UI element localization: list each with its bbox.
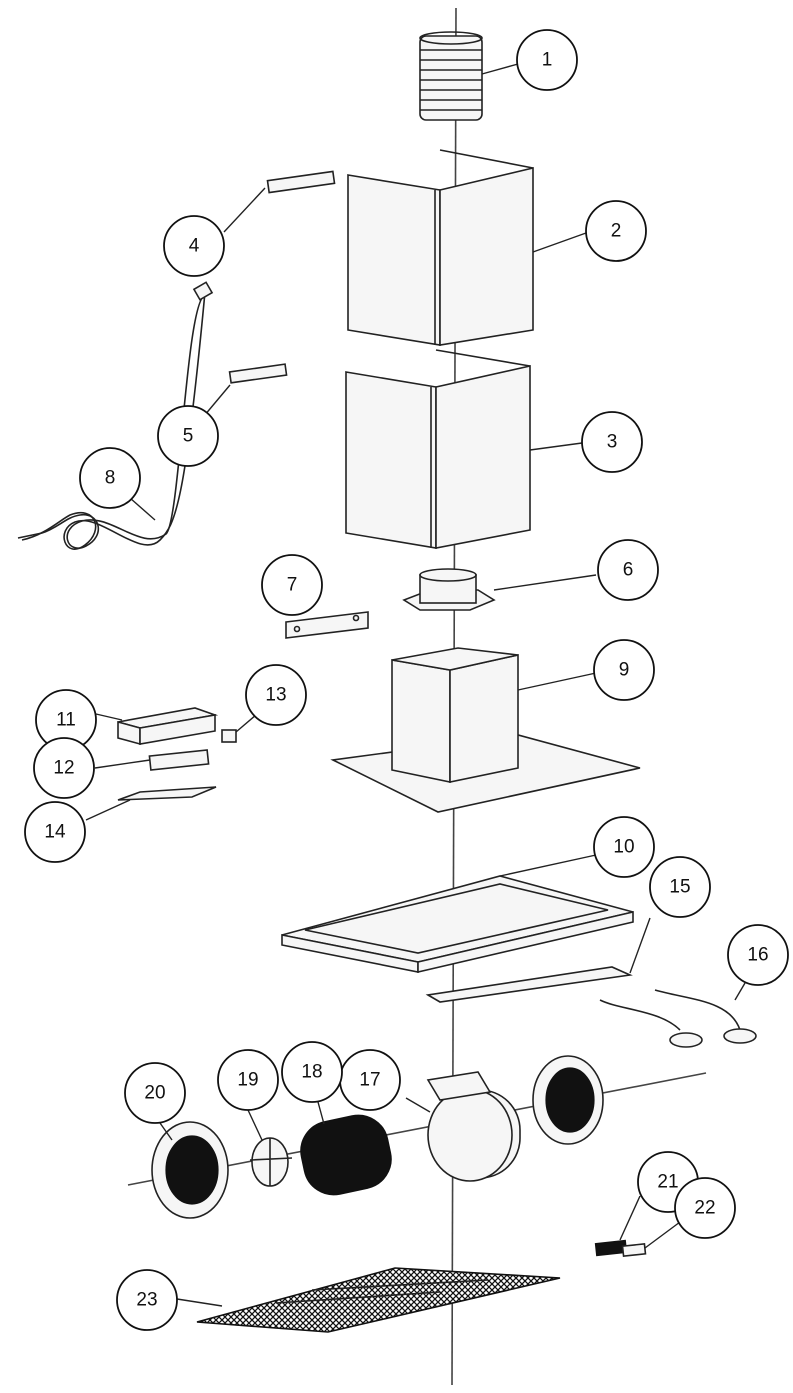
part-upper-chimney — [347, 149, 534, 346]
part-duct-flex — [419, 31, 483, 121]
part-grease-filters — [196, 1267, 561, 1333]
part-capacitor — [594, 1239, 628, 1257]
part-rear-inlet-ring — [532, 1055, 604, 1145]
part-frame — [281, 875, 634, 974]
part-knob — [221, 729, 237, 743]
callout-20: 20 — [124, 1062, 186, 1124]
callout-label: 14 — [44, 822, 66, 843]
callout-label: 10 — [613, 837, 634, 858]
callout-label: 8 — [105, 468, 116, 489]
callout-label: 6 — [623, 560, 634, 581]
callout-23: 23 — [116, 1269, 178, 1331]
part-bracket-lower — [228, 363, 288, 384]
part-clip — [621, 1242, 647, 1258]
callout-label: 23 — [136, 1290, 157, 1311]
callout-label: 13 — [265, 685, 286, 706]
callout-label: 21 — [657, 1172, 678, 1193]
callout-7: 7 — [261, 554, 323, 616]
callout-4: 4 — [163, 215, 225, 277]
callout-6: 6 — [597, 539, 659, 601]
callout-label: 9 — [619, 660, 630, 681]
leader-lines — [85, 63, 746, 1307]
callout-label: 4 — [189, 236, 200, 257]
callout-16: 16 — [727, 924, 789, 986]
part-lower-chimney — [345, 349, 531, 549]
callout-label: 11 — [56, 710, 76, 731]
part-fan-wheel — [249, 1137, 293, 1187]
callout-label: 17 — [359, 1070, 380, 1091]
callout-label: 18 — [301, 1062, 322, 1083]
callout-label: 19 — [237, 1070, 258, 1091]
part-air-flange — [402, 568, 496, 611]
part-lamps — [599, 989, 757, 1048]
callout-9: 9 — [593, 639, 655, 701]
callout-8: 8 — [79, 447, 141, 509]
callout-label: 12 — [53, 758, 74, 779]
callout-label: 3 — [607, 432, 618, 453]
callout-label: 20 — [144, 1083, 165, 1104]
callout-label: 15 — [669, 877, 690, 898]
part-motor — [300, 1114, 392, 1196]
part-bracket-upper — [266, 170, 336, 194]
callout-15: 15 — [649, 856, 711, 918]
callout-5: 5 — [157, 405, 219, 467]
part-inlet-ring — [151, 1121, 229, 1219]
callout-label: 22 — [694, 1198, 715, 1219]
callout-2: 2 — [585, 200, 647, 262]
part-switch-board — [148, 749, 210, 771]
callout-1: 1 — [516, 29, 578, 91]
callout-3: 3 — [581, 411, 643, 473]
callout-label: 16 — [747, 945, 768, 966]
callout-label: 2 — [611, 221, 622, 242]
part-control-box — [117, 707, 219, 746]
part-mounting-plate — [285, 611, 369, 639]
callout-label: 7 — [287, 575, 298, 596]
callout-12: 12 — [33, 737, 95, 799]
callout-label: 5 — [183, 426, 194, 447]
part-cover-plate — [117, 786, 217, 801]
callout-10: 10 — [593, 816, 655, 878]
part-hood-body — [330, 647, 641, 813]
callout-18: 18 — [281, 1041, 343, 1103]
callout-14: 14 — [24, 801, 86, 863]
callout-22: 22 — [674, 1177, 736, 1239]
callout-17: 17 — [339, 1049, 401, 1111]
callout-13: 13 — [245, 664, 307, 726]
part-light-panel — [425, 966, 633, 1003]
callout-19: 19 — [217, 1049, 279, 1111]
callout-label: 1 — [542, 50, 553, 71]
part-blower-housing — [426, 1071, 521, 1182]
